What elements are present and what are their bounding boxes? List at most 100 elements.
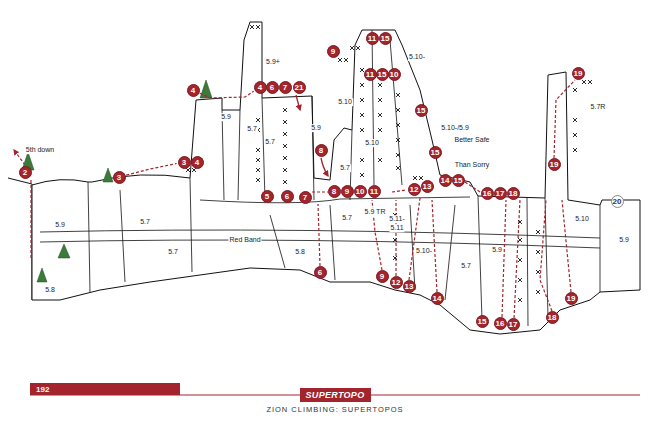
bolt-mark xyxy=(396,138,400,142)
route-number-text: 15 xyxy=(454,176,463,185)
tree-symbol xyxy=(58,244,70,258)
route-number-text: 19 xyxy=(550,160,559,169)
route-number: 17 xyxy=(507,318,520,331)
bolt-mark xyxy=(536,270,540,274)
route-number-text: 6 xyxy=(318,268,322,277)
route-label: Red Band xyxy=(228,236,261,244)
route-number: 9 xyxy=(376,270,389,283)
tree-symbol xyxy=(200,80,212,98)
route-number-text: 20 xyxy=(613,197,622,206)
route-number-text: 17 xyxy=(496,189,505,198)
route-number-text: 4 xyxy=(258,83,262,92)
bolt-mark xyxy=(518,220,522,224)
bolt-mark xyxy=(413,176,417,180)
route-number: 15 xyxy=(376,68,389,81)
route-number: 8 xyxy=(315,144,328,157)
bolt-mark xyxy=(573,148,577,152)
bolt-mark xyxy=(393,238,397,242)
route-label: 5.7R xyxy=(590,103,607,111)
route-number: 3 xyxy=(113,171,126,184)
route-number-text: 6 xyxy=(285,192,289,201)
bolt-mark xyxy=(256,118,260,122)
bolt-mark xyxy=(378,158,382,162)
route-number: 10 xyxy=(388,68,401,81)
route-number-text: 12 xyxy=(410,185,419,194)
route-number: 9 xyxy=(341,185,354,198)
route-number: 11 xyxy=(366,32,379,45)
bolt-mark xyxy=(396,123,400,127)
bolt-mark xyxy=(360,128,364,132)
bolt-mark xyxy=(396,93,400,97)
bolt-mark xyxy=(283,132,287,136)
bolt-mark xyxy=(256,168,260,172)
rock-crack xyxy=(600,205,601,292)
route-number-text: 11 xyxy=(370,187,378,196)
route-label: 5.9 xyxy=(310,124,322,132)
route-label: 5.10- xyxy=(415,247,433,255)
route-label: 5.10-/5.9 xyxy=(440,124,470,132)
route-number: 5 xyxy=(261,190,274,203)
route-number: 6 xyxy=(281,190,294,203)
book-title: ZION CLIMBING: SUPERTOPOS xyxy=(265,406,404,414)
bolt-mark xyxy=(344,58,348,62)
bolt-mark xyxy=(338,58,342,62)
route-number: 6 xyxy=(266,81,279,94)
route-number: 15 xyxy=(415,104,428,117)
route-number-text: 16 xyxy=(483,189,492,198)
route-number: 15 xyxy=(379,32,392,45)
route-number-text: 21 xyxy=(295,83,304,92)
route-line xyxy=(409,198,420,280)
route-number-text: 5 xyxy=(265,192,269,201)
route-number: 16 xyxy=(494,317,507,330)
route-label: Better Safe xyxy=(453,136,490,144)
route-connector xyxy=(200,91,254,98)
route-number: 14 xyxy=(439,174,452,187)
tree-symbol xyxy=(103,168,113,182)
red-band-line xyxy=(40,240,600,248)
route-number-text: 4 xyxy=(191,86,195,95)
bolt-mark xyxy=(256,25,260,29)
route-number: 11 xyxy=(368,185,381,198)
route-number-text: 11 xyxy=(366,70,374,79)
route-number: 18 xyxy=(546,311,559,324)
rock-crack xyxy=(527,198,528,326)
route-line xyxy=(554,80,575,158)
route-number: 7 xyxy=(299,191,312,204)
bolt-mark xyxy=(378,113,382,117)
bolt-mark xyxy=(536,290,540,294)
route-number: 21 xyxy=(293,81,306,94)
rock-crack xyxy=(330,205,335,280)
route-number-text: 3 xyxy=(117,173,121,182)
bolt-mark xyxy=(350,46,354,50)
rock-crack xyxy=(445,205,455,300)
route-line xyxy=(392,190,406,192)
rock-crack xyxy=(478,196,482,320)
route-number: 4 xyxy=(191,156,204,169)
bolt-mark xyxy=(283,180,287,184)
route-number-text: 4 xyxy=(195,158,199,167)
route-label: 5.7 xyxy=(139,218,151,226)
bolt-mark xyxy=(419,176,423,180)
bolt-mark xyxy=(378,128,382,132)
bolt-mark xyxy=(250,25,254,29)
logo-box: SUPERTOPO xyxy=(300,388,371,402)
route-arrow xyxy=(296,95,300,110)
bolt-mark xyxy=(396,153,400,157)
bolt-mark xyxy=(378,83,382,87)
rock-crack xyxy=(270,215,285,268)
route-line xyxy=(14,150,25,165)
route-number: 4 xyxy=(187,84,200,97)
route-number: 18 xyxy=(507,187,520,200)
route-label: 5.7 xyxy=(264,138,276,146)
route-label: 5.9 xyxy=(618,236,630,244)
bolt-mark xyxy=(360,83,364,87)
bolt-mark xyxy=(588,80,592,84)
route-number-text: 18 xyxy=(548,313,557,322)
route-label: 5.7 xyxy=(246,125,258,133)
route-line xyxy=(562,200,571,292)
route-label: 5.7 xyxy=(167,248,179,256)
route-label: 5th down xyxy=(25,146,55,154)
route-line xyxy=(312,191,328,192)
route-label: 5.10 xyxy=(364,139,380,147)
